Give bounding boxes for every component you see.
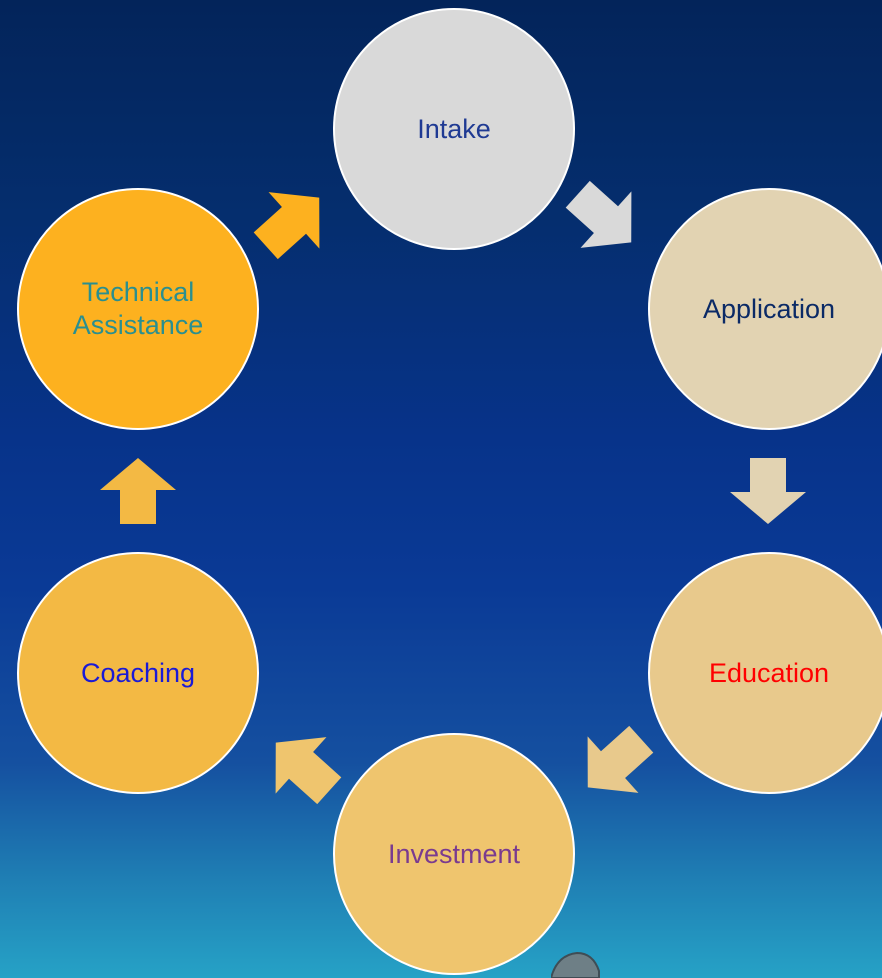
node-education-label: Education bbox=[708, 657, 830, 688]
node-application: Application bbox=[648, 188, 882, 430]
arrow-technical-to-intake bbox=[253, 192, 320, 260]
node-technical-assistance-label: Technical Assistance bbox=[72, 277, 204, 340]
node-coaching-label: Coaching bbox=[80, 657, 196, 688]
arrow-education-to-investment bbox=[587, 725, 654, 793]
node-coaching: Coaching bbox=[17, 552, 259, 794]
node-investment-label: Investment bbox=[387, 838, 521, 869]
node-intake-label: Intake bbox=[417, 113, 491, 144]
node-education: Education bbox=[648, 552, 882, 794]
arrow-investment-to-coaching bbox=[275, 737, 342, 805]
node-application-label: Application bbox=[702, 293, 836, 324]
arrow-intake-to-application bbox=[565, 180, 632, 248]
node-investment: Investment bbox=[333, 733, 575, 975]
arrow-coaching-to-technical bbox=[100, 458, 176, 524]
node-technical-assistance: Technical Assistance bbox=[17, 188, 259, 430]
node-intake: Intake bbox=[333, 8, 575, 250]
arrow-application-to-education bbox=[730, 458, 806, 524]
corner-decoration bbox=[551, 951, 600, 978]
